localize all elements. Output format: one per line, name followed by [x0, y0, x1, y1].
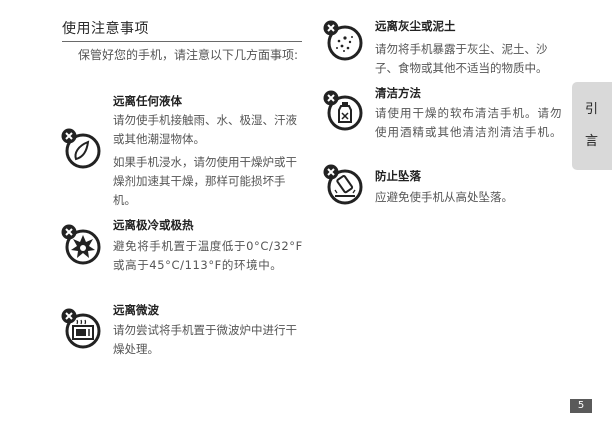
liquid-icon — [60, 127, 102, 171]
section-heading-temperature: 远离极冷或极热 — [113, 218, 194, 232]
section-body-liquid-1: 请勿使手机接触雨、水、极湿、汗液或其他潮湿物体。 — [113, 113, 297, 146]
dust-icon — [322, 19, 364, 63]
section-heading-cleaning: 清洁方法 — [375, 86, 421, 100]
drop-icon — [322, 163, 364, 207]
page-title: 使用注意事项 — [62, 21, 149, 37]
page-number: 5 — [570, 399, 592, 413]
section-body-drop: 应避免使手机从高处坠落。 — [375, 190, 513, 204]
intro-text: 保管好您的手机，请注意以下几方面事项: — [78, 48, 299, 62]
section-heading-microwave: 远离微波 — [113, 303, 159, 317]
section-body-cleaning: 请使用干燥的软布清洁手机。请勿使用酒精或其他清洁剂清洁手机。 — [375, 106, 563, 139]
chapter-tab: 引 言 — [572, 82, 612, 170]
chapter-tab-char-1: 引 — [585, 102, 599, 117]
temperature-icon — [60, 223, 102, 267]
section-body-liquid-2: 如果手机浸水，请勿使用干燥炉或干燥剂加速其干燥，那样可能损坏手机。 — [113, 155, 297, 207]
title-rule — [62, 41, 302, 42]
section-heading-liquid: 远离任何液体 — [113, 94, 182, 108]
chapter-tab-char-2: 言 — [585, 134, 599, 149]
section-body-temperature: 避免将手机置于温度低于0°C/32°F或高于45°C/113°F的环境中。 — [113, 239, 303, 272]
section-body-dust: 请勿将手机暴露于灰尘、泥土、沙子、食物或其他不适当的物质中。 — [375, 42, 548, 75]
section-heading-drop: 防止坠落 — [375, 169, 421, 183]
microwave-icon — [60, 307, 102, 351]
section-heading-dust: 远离灰尘或泥土 — [375, 19, 456, 33]
cleaning-icon — [322, 89, 364, 133]
section-body-microwave: 请勿尝试将手机置于微波炉中进行干燥处理。 — [113, 323, 297, 356]
